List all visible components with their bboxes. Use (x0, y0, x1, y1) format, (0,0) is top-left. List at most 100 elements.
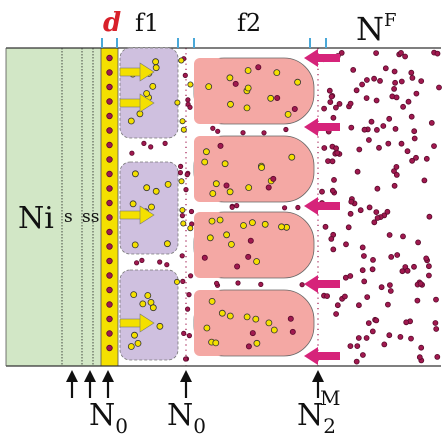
dark-particle (347, 210, 354, 217)
yellow-particle (221, 160, 229, 168)
dark-particle (234, 263, 241, 270)
dark-particle (436, 84, 442, 91)
dark-particle (356, 146, 363, 153)
dark-particle (405, 98, 412, 105)
dark-particle (184, 172, 190, 178)
yellow-particle (131, 331, 138, 339)
dark-particle (186, 332, 192, 339)
dark-particle (373, 97, 380, 104)
dark-particle (106, 54, 113, 62)
dark-particle (371, 75, 378, 82)
dark-particle (393, 163, 400, 170)
yellow-particle (203, 324, 211, 332)
regions (5, 47, 441, 367)
dark-particle (229, 204, 235, 210)
dark-particle (386, 232, 393, 238)
dark-particle (417, 280, 424, 287)
dark-particle (413, 90, 420, 97)
yellow-particle (278, 223, 285, 231)
dark-particle (425, 263, 432, 270)
dark-particle (329, 187, 336, 194)
dark-particle (185, 306, 191, 312)
dark-particle (402, 53, 409, 60)
dark-particle (341, 293, 348, 300)
dark-particle (106, 272, 113, 279)
dark-particle (234, 203, 240, 209)
dark-particle (106, 344, 113, 352)
dark-particle (355, 335, 362, 341)
yellow-right-arrow-icon (119, 313, 155, 333)
dark-particle (235, 280, 241, 286)
yellow-particle (212, 339, 220, 347)
dark-particle (378, 284, 385, 291)
label-nf-base: N (356, 10, 384, 48)
magenta-left-arrow-icon (304, 197, 340, 215)
dark-particle (414, 297, 421, 304)
dark-particle (106, 330, 113, 337)
dark-particle (274, 95, 281, 102)
dark-particle (223, 182, 230, 189)
yellow-particle (212, 180, 220, 188)
dark-particle (387, 288, 394, 294)
dark-particle (353, 358, 360, 365)
dark-particle (187, 104, 193, 110)
yellow-particle (206, 234, 214, 242)
yellow-right-arrow-icon (119, 93, 155, 113)
magenta-left-arrow-icon (304, 118, 340, 136)
dark-particle (370, 256, 376, 263)
dark-particle (382, 65, 389, 72)
dark-particle (106, 83, 113, 91)
dark-particle (400, 103, 407, 110)
dark-particle (324, 293, 331, 300)
yellow-particle (253, 339, 261, 347)
dark-particle (247, 237, 254, 244)
dark-particle (425, 272, 432, 279)
magenta-left-arrow-icon (304, 347, 340, 365)
labels: d f1 f2 NF Ni s ss N0 N0 N2M (18, 8, 397, 438)
dark-particle (384, 301, 391, 308)
label-n2m-base: N (297, 398, 323, 433)
dark-particle (354, 168, 361, 175)
yellow-particle (227, 240, 235, 248)
yellow-particle (270, 326, 278, 334)
yellow-particle (149, 304, 157, 312)
yellow-particle (267, 94, 275, 102)
dark-particle (106, 98, 113, 105)
dark-particle (321, 105, 328, 112)
dark-particle (381, 341, 388, 348)
dark-particle (392, 125, 399, 132)
dark-particle (157, 259, 163, 265)
yellow-particle (243, 104, 251, 112)
top-ticks (101, 38, 327, 48)
dark-particle (385, 140, 392, 147)
dark-particle (106, 243, 113, 250)
yellow-particle (201, 158, 209, 166)
dark-particle (434, 353, 441, 360)
dark-particle (384, 208, 391, 215)
dark-particle (393, 171, 400, 178)
dark-particle (386, 282, 393, 289)
yellow-particle (143, 184, 151, 192)
dark-particle (182, 72, 188, 79)
yellow-particle (258, 164, 266, 171)
dark-particle (249, 330, 256, 337)
dark-particle (295, 204, 301, 211)
dark-particle (361, 126, 368, 133)
dark-particle (411, 263, 417, 270)
dark-particle (374, 215, 381, 221)
dark-particle (357, 207, 364, 214)
dark-particle (261, 130, 267, 136)
yellow-particle (273, 69, 281, 76)
black-up-arrow-icon (66, 370, 78, 398)
dark-particle (334, 302, 341, 309)
label-f1: f1 (135, 9, 159, 37)
dark-particle (106, 301, 113, 308)
dark-particle (106, 214, 113, 221)
dark-particle (106, 286, 113, 294)
dark-particle (281, 205, 288, 211)
yellow-particle (180, 126, 187, 133)
yellow-particle (261, 220, 269, 228)
dark-particle (214, 280, 220, 286)
yellow-particle (139, 300, 147, 308)
